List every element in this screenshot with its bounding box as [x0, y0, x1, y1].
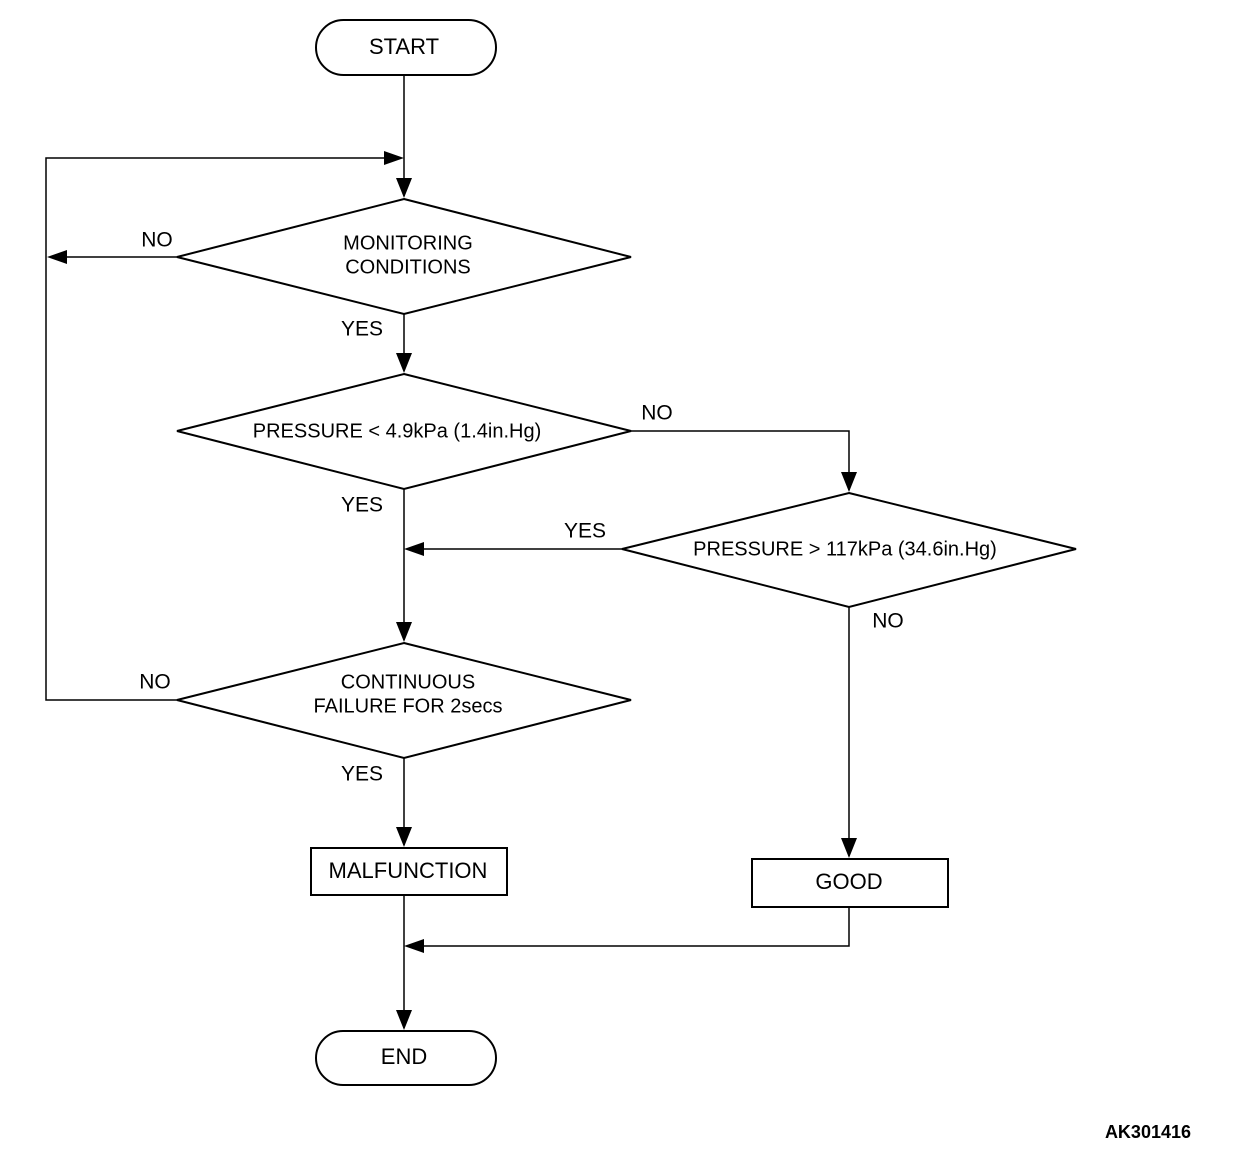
- connector-loop-rail: [45, 157, 388, 701]
- malfunction-shape: [310, 847, 508, 896]
- arrowhead-down-continuous: [396, 622, 412, 642]
- connector-pressure-low-no: [631, 430, 850, 490]
- pressure-low-label: PRESSURE < 4.9kPa (1.4in.Hg): [253, 420, 541, 442]
- connectors: [45, 76, 850, 1028]
- edge-labels: NO YES NO YES YES NO NO YES: [139, 229, 904, 786]
- arrowhead-right-loop: [384, 151, 404, 165]
- malfunction-process: MALFUNCTION: [310, 847, 508, 896]
- edge-label-monitoring-no: NO: [141, 229, 173, 252]
- start-shape: [315, 19, 497, 76]
- end-shape: [315, 1030, 497, 1086]
- monitoring-diamond: [176, 197, 632, 316]
- pressure-high-diamond: [621, 491, 1077, 609]
- arrowheads: [47, 151, 857, 1030]
- arrowhead-left-pressure-high-yes: [404, 542, 424, 556]
- edge-label-pressure-low-no: NO: [641, 402, 673, 425]
- edge-label-pressure-low-yes: YES: [341, 494, 383, 517]
- arrowhead-down-good: [841, 838, 857, 858]
- edge-label-monitoring-yes: YES: [341, 318, 383, 341]
- end-label: END: [381, 1044, 427, 1069]
- connector-good-to-end: [420, 908, 850, 947]
- edge-label-pressure-high-yes: YES: [564, 520, 606, 543]
- end-terminal: END: [315, 1030, 497, 1086]
- good-label: GOOD: [815, 869, 882, 894]
- pressure-high-decision: PRESSURE > 117kPa (34.6in.Hg): [621, 491, 1077, 609]
- continuous-label-line1: CONTINUOUS: [341, 671, 475, 693]
- pressure-high-label: PRESSURE > 117kPa (34.6in.Hg): [693, 538, 997, 560]
- pressure-low-decision: PRESSURE < 4.9kPa (1.4in.Hg): [176, 372, 632, 491]
- edge-label-continuous-yes: YES: [341, 763, 383, 786]
- good-process: GOOD: [751, 858, 949, 908]
- monitoring-conditions-decision: MONITORING CONDITIONS: [176, 197, 632, 316]
- arrowhead-down-end: [396, 1010, 412, 1030]
- monitoring-label-line1: MONITORING: [343, 232, 473, 254]
- start-terminal: START: [315, 19, 497, 76]
- arrowhead-down-pressure-high: [841, 472, 857, 492]
- start-label: START: [369, 34, 439, 59]
- arrowhead-down-pressure-low: [396, 353, 412, 373]
- arrowhead-down-malfunction: [396, 827, 412, 847]
- arrowhead-left-good-return: [404, 939, 424, 953]
- figure-code: AK301416: [1105, 1122, 1191, 1142]
- malfunction-label: MALFUNCTION: [329, 858, 488, 883]
- continuous-diamond: [176, 641, 632, 760]
- continuous-label-line2: FAILURE FOR 2secs: [314, 695, 503, 717]
- arrowhead-left-monitoring-no: [47, 250, 67, 264]
- edge-label-pressure-high-no: NO: [872, 610, 904, 633]
- monitoring-label-line2: CONDITIONS: [345, 256, 471, 278]
- good-shape: [751, 858, 949, 908]
- pressure-low-diamond: [176, 372, 632, 491]
- arrowhead-down-monitoring: [396, 178, 412, 198]
- continuous-failure-decision: CONTINUOUS FAILURE FOR 2secs: [176, 641, 632, 760]
- edge-label-continuous-no: NO: [139, 671, 171, 694]
